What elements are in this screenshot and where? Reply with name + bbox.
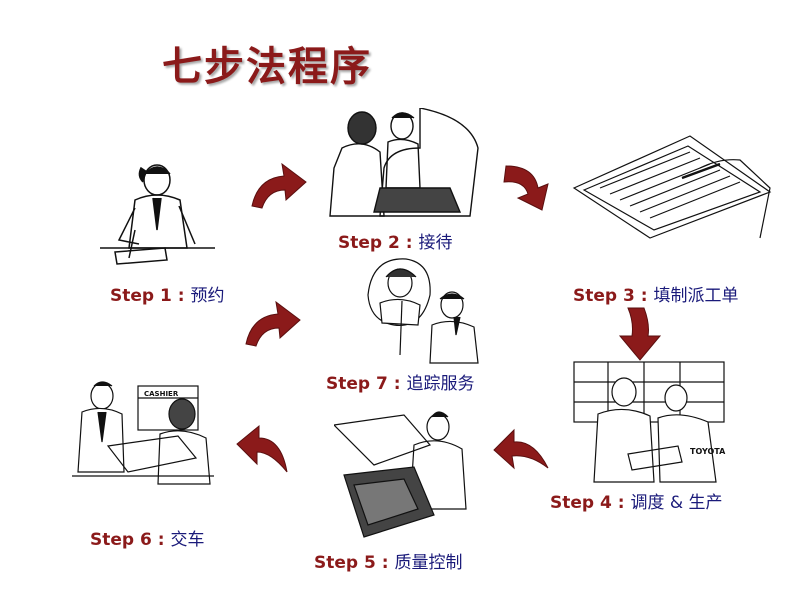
- step-name: 接待: [418, 233, 453, 253]
- step-name: 填制派工单: [653, 286, 739, 306]
- step-separator: :: [611, 493, 631, 513]
- arrow-step2-to-step3: [500, 162, 560, 212]
- step-name: 追踪服务: [406, 374, 475, 394]
- step-number: Step 5: [314, 553, 376, 573]
- reception-illustration: [320, 108, 480, 220]
- step-name: 预约: [190, 286, 225, 306]
- arrow-step5-to-step6: [235, 424, 289, 474]
- dispatch-illustration: TOYOTA: [568, 358, 728, 483]
- step-separator: :: [375, 553, 395, 573]
- step-name: 调度 & 生产: [630, 493, 723, 513]
- step-number: Step 1: [110, 286, 172, 306]
- step-7-label: Step 7 : 追踪服务: [326, 369, 474, 394]
- step-3-label: Step 3 : 填制派工单: [573, 281, 738, 306]
- work-order-illustration: [570, 128, 775, 243]
- step-number: Step 6: [90, 530, 152, 550]
- step-number: Step 7: [326, 374, 388, 394]
- arrow-step4-to-step5: [492, 426, 552, 478]
- step-name: 交车: [170, 530, 205, 550]
- step-5-label: Step 5 : 质量控制: [314, 548, 462, 573]
- step-number: Step 4: [550, 493, 612, 513]
- delivery-illustration: CASHIER: [68, 376, 218, 488]
- step-number: Step 2: [338, 233, 400, 253]
- cashier-sign: CASHIER: [144, 390, 179, 398]
- quality-control-illustration: [334, 405, 474, 540]
- step-number: Step 3: [573, 286, 635, 306]
- step-separator: :: [171, 286, 191, 306]
- page-title: 七步法程序: [162, 43, 372, 90]
- arrow-step6-to-step7: [242, 298, 304, 350]
- step-separator: :: [387, 374, 407, 394]
- arrow-step1-to-step2: [248, 160, 310, 212]
- step-2-label: Step 2 : 接待: [338, 228, 452, 253]
- step-separator: :: [151, 530, 171, 550]
- follow-up-illustration: [360, 255, 485, 365]
- step-separator: :: [634, 286, 654, 306]
- toyota-badge: TOYOTA: [690, 447, 726, 456]
- step-1-label: Step 1 : 预约: [110, 281, 224, 306]
- step-name: 质量控制: [394, 553, 463, 573]
- step-4-label: Step 4 : 调度 & 生产: [550, 488, 723, 513]
- phone-booking-illustration: [95, 160, 220, 270]
- step-separator: :: [399, 233, 419, 253]
- arrow-step3-to-step4: [614, 306, 666, 362]
- step-6-label: Step 6 : 交车: [90, 525, 204, 550]
